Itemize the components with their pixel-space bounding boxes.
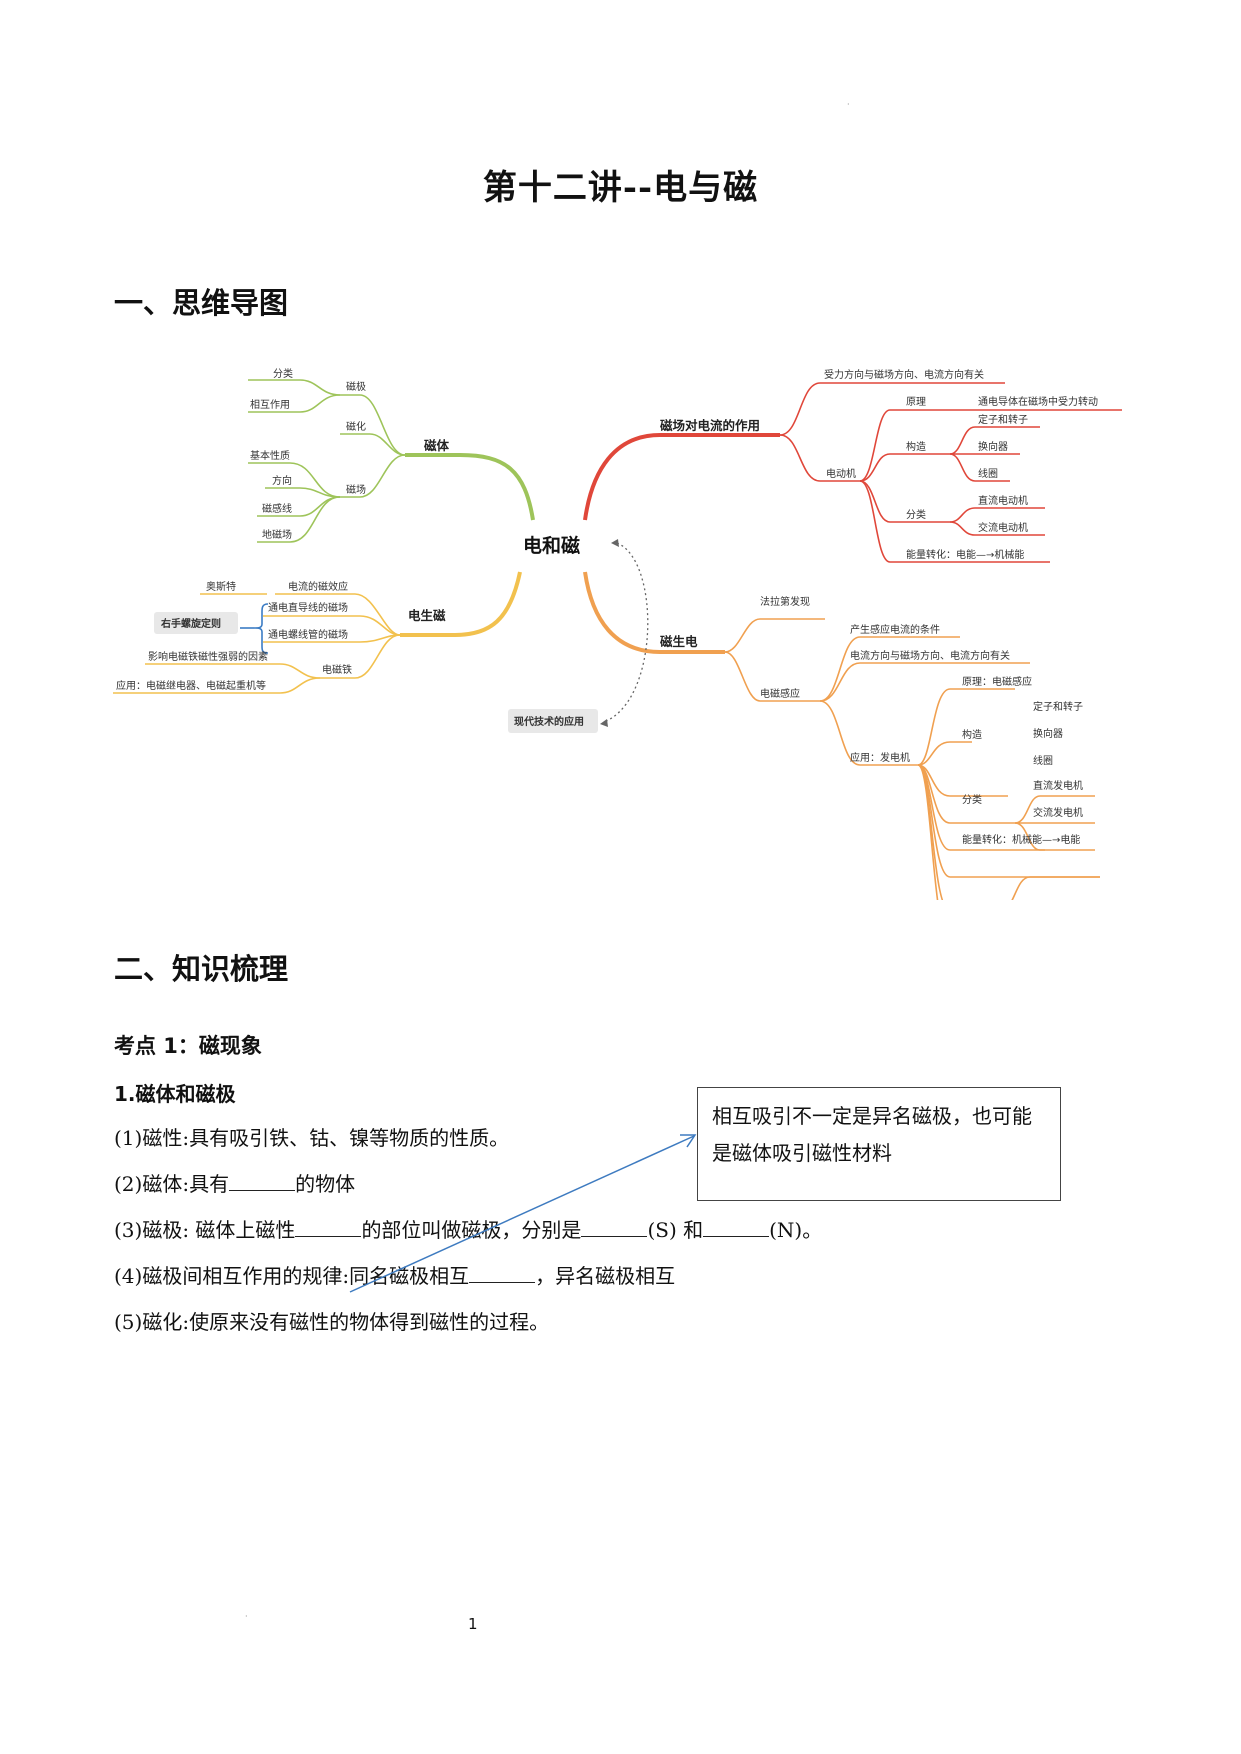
node-yuanli: 原理 bbox=[906, 396, 926, 408]
node-yingyong: 应用：电磁继电器、电磁起重机等 bbox=[116, 679, 266, 692]
node-jiaoliu: 交流电动机 bbox=[978, 521, 1028, 534]
node-shouli: 受力方向与磁场方向、电流方向有关 bbox=[824, 368, 984, 381]
blank-1[interactable] bbox=[229, 1172, 296, 1191]
page-number: 1 bbox=[468, 1615, 478, 1633]
node-cishengdian: 磁生电 bbox=[659, 634, 698, 649]
node-yingxiang: 影响电磁铁磁性强弱的因素 bbox=[148, 650, 268, 663]
node-huanxiang: 换向器 bbox=[978, 440, 1008, 453]
node-nengliang: 能量转化：电能—→机械能 bbox=[906, 548, 1024, 561]
node-zhidaoxian: 通电直导线的磁场 bbox=[268, 601, 348, 614]
blank-2[interactable] bbox=[295, 1218, 362, 1237]
node-fenlei: 分类 bbox=[906, 508, 926, 521]
dotted-arrow bbox=[603, 542, 649, 723]
youshou-box bbox=[154, 612, 238, 634]
node-xiaoying: 电流的磁效应 bbox=[288, 580, 348, 593]
node-yuanli-v: 通电导体在磁场中受力转动 bbox=[978, 395, 1098, 408]
node-dianshengci: 电生磁 bbox=[408, 608, 446, 623]
node-fangxiang: 方向 bbox=[272, 474, 292, 487]
stray-dot: · bbox=[847, 100, 850, 109]
blank-5[interactable] bbox=[469, 1264, 536, 1283]
node-cichang: 磁场 bbox=[346, 483, 366, 496]
xiandai-box bbox=[508, 709, 598, 733]
branch-cishengdian-lines bbox=[583, 571, 1100, 900]
node-fd-dingzi: 定子和转子 bbox=[1033, 700, 1083, 713]
node-xianghu: 相互作用 bbox=[250, 398, 290, 411]
line-1: (1)磁性:具有吸引铁、钴、镍等物质的性质。 bbox=[114, 1126, 510, 1150]
node-tiaojian: 产生感应电流的条件 bbox=[850, 623, 940, 636]
node-luoxianguan: 通电螺线管的磁场 bbox=[268, 628, 348, 641]
node-fd-jiaoliu: 交流发电机 bbox=[1033, 806, 1083, 819]
node-xianquan: 线圈 bbox=[978, 467, 998, 480]
mind-map: 电和磁 磁体 磁极 分类 相互作用 磁化 磁场 基本性质 方向 磁感线 地磁场 … bbox=[113, 367, 1122, 900]
node-dingzi: 定子和转子 bbox=[978, 413, 1028, 426]
node-ciganxian: 磁感线 bbox=[262, 502, 292, 515]
branch-citi-lines bbox=[248, 379, 535, 543]
line-5: (5)磁化:使原来没有磁性的物体得到磁性的过程。 bbox=[114, 1310, 550, 1334]
node-fd-fenlei: 分类 bbox=[962, 793, 982, 806]
node-zuoyong: 磁场对电流的作用 bbox=[659, 418, 760, 433]
node-diancigan: 电磁感应 bbox=[760, 687, 800, 700]
page-title: 第十二讲--电与磁 bbox=[482, 168, 759, 208]
node-jiben: 基本性质 bbox=[250, 449, 290, 462]
node-diancitie: 电磁铁 bbox=[322, 663, 352, 676]
note-box: 相互吸引不一定是异名磁极，也可能是磁体吸引磁性材料 bbox=[697, 1087, 1061, 1201]
sub-heading: 1.磁体和磁极 bbox=[114, 1082, 236, 1106]
center-label: 电和磁 bbox=[523, 534, 580, 557]
section-heading-knowledge: 二、知识梳理 bbox=[114, 952, 289, 986]
node-fadianji: 应用：发电机 bbox=[850, 751, 910, 764]
node-fenlei: 分类 bbox=[273, 367, 293, 380]
kaodian-heading: 考点 1：磁现象 bbox=[114, 1034, 262, 1058]
node-citi: 磁体 bbox=[423, 438, 450, 453]
node-fd-yuanli: 原理：电磁感应 bbox=[962, 675, 1032, 688]
branch-dianshengci-lines bbox=[113, 571, 522, 694]
line-3: (3)磁极: 磁体上磁性的部位叫做磁极，分别是(S) 和(N)。 bbox=[114, 1218, 823, 1242]
line-4: (4)磁极间相互作用的规律:同名磁极相互，异名磁极相互 bbox=[114, 1264, 676, 1288]
node-diandongji: 电动机 bbox=[826, 467, 856, 480]
node-dl-fangxiang: 电流方向与磁场方向、电流方向有关 bbox=[850, 649, 1010, 662]
node-cihua: 磁化 bbox=[346, 420, 366, 433]
blank-4[interactable] bbox=[703, 1218, 770, 1237]
node-zhiliu: 直流电动机 bbox=[978, 494, 1028, 507]
node-fd-zhiliu: 直流发电机 bbox=[1033, 779, 1083, 792]
section-heading-mindmap: 一、思维导图 bbox=[114, 286, 289, 320]
blank-3[interactable] bbox=[581, 1218, 648, 1237]
node-falad: 法拉第发现 bbox=[760, 595, 810, 608]
line-2: (2)磁体:具有的物体 bbox=[114, 1172, 356, 1196]
branch-zuoyong-lines bbox=[583, 382, 1122, 563]
node-ciji: 磁极 bbox=[346, 380, 366, 393]
stray-dot: · bbox=[245, 1612, 248, 1621]
node-fd-gouzao: 构造 bbox=[962, 728, 982, 741]
node-aosite: 奥斯特 bbox=[206, 580, 236, 593]
node-xiandai: 现代技术的应用 bbox=[514, 715, 584, 728]
node-youshou: 右手螺旋定则 bbox=[160, 617, 221, 630]
node-fd-nengliang: 能量转化：机械能—→电能 bbox=[962, 833, 1080, 846]
node-fd-huanxiang: 换向器 bbox=[1033, 727, 1063, 740]
node-dicichang: 地磁场 bbox=[262, 528, 292, 541]
node-gouzao: 构造 bbox=[906, 440, 926, 453]
node-fd-xianquan: 线圈 bbox=[1033, 754, 1053, 767]
